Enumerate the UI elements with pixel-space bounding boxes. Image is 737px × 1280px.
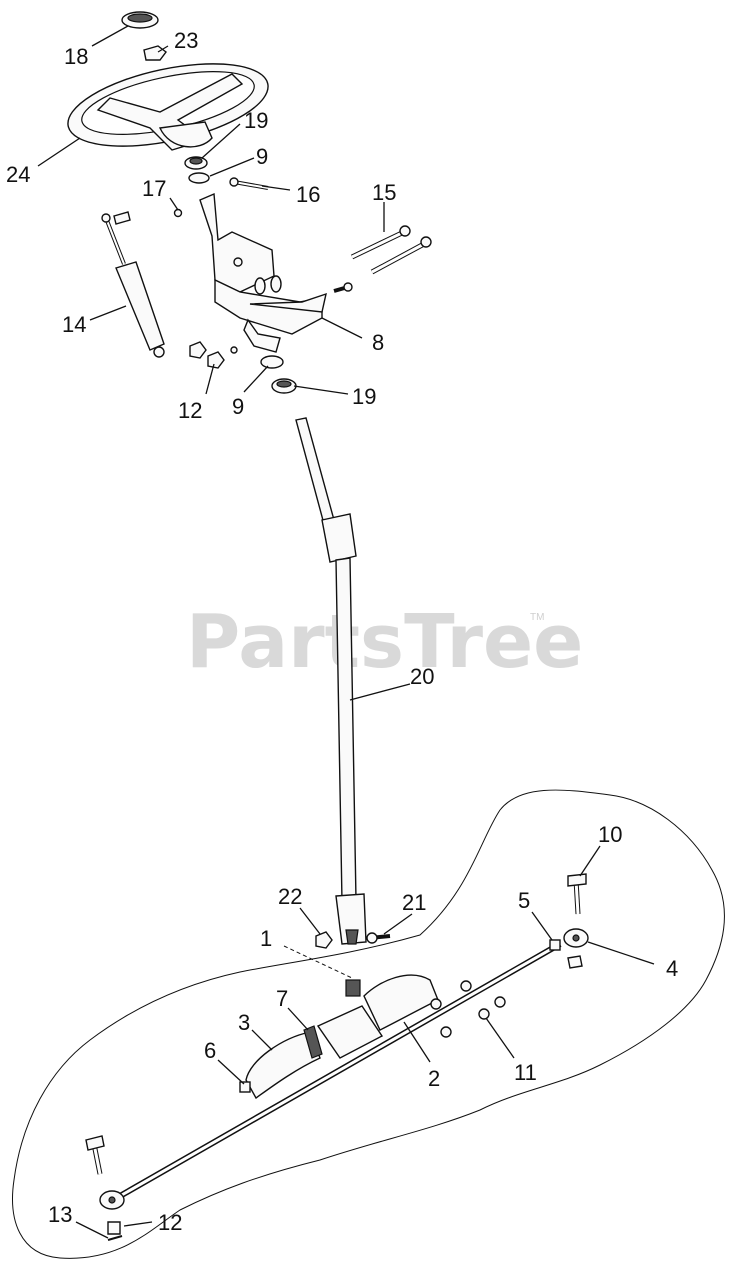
wheel-cap: [121, 11, 159, 29]
callout-8: 8: [372, 330, 384, 355]
bracket-bolt: [229, 177, 269, 190]
callout-labels: 18 23 24 19 9 17 16 15 14 8 12 9 19 20 1…: [6, 28, 678, 1235]
steering-bracket: [199, 192, 327, 353]
callout-2: 2: [428, 1066, 440, 1091]
watermark-text: PartsTree: [186, 599, 583, 685]
gas-spring: [101, 211, 165, 358]
callout-17: 17: [142, 176, 166, 201]
shaft-nut: [315, 931, 333, 949]
right-tie-rod-end: [563, 928, 589, 969]
callout-3: 3: [238, 1010, 250, 1035]
upper-bearing: [188, 172, 210, 184]
callout-24: 24: [6, 162, 30, 187]
upper-bushing: [184, 156, 208, 170]
rack-mount-nuts: [430, 980, 506, 1038]
pin-leader: [283, 945, 353, 979]
lower-bushing: [271, 378, 297, 394]
callout-19-lower: 19: [352, 384, 376, 409]
callout-7: 7: [276, 986, 288, 1011]
bracket-side-bolt: [333, 282, 353, 293]
leader-lines: [37, 25, 655, 1239]
callout-9-lower: 9: [232, 394, 244, 419]
callout-5: 5: [518, 888, 530, 913]
callout-18: 18: [64, 44, 88, 69]
shaft-bolt: [366, 932, 391, 944]
callout-14: 14: [62, 312, 86, 337]
callout-23: 23: [174, 28, 198, 53]
rack-assembly-boundary: [12, 789, 725, 1259]
callout-13: 13: [48, 1202, 72, 1227]
callout-10: 10: [598, 822, 622, 847]
wheel-nut: [143, 45, 167, 61]
callout-6: 6: [204, 1038, 216, 1063]
callout-20: 20: [410, 664, 434, 689]
right-jam-nut: [549, 939, 561, 951]
callout-19-upper: 19: [244, 108, 268, 133]
long-bolts: [350, 225, 432, 275]
callout-4: 4: [666, 956, 678, 981]
callout-12-upper: 12: [178, 398, 202, 423]
tie-rod-bolt: [567, 873, 587, 915]
steering-wheel: [67, 63, 269, 151]
steering-rack: [118, 941, 562, 1199]
lower-bearing: [260, 355, 284, 369]
steering-shaft: [295, 417, 367, 945]
pivot-nuts: [189, 341, 238, 369]
callout-11: 11: [514, 1060, 537, 1085]
watermark-trademark: TM: [530, 612, 544, 623]
left-jam-nut: [239, 1081, 251, 1093]
small-nut: [173, 208, 183, 218]
callout-1: 1: [260, 926, 272, 951]
left-tie-rod-bolt: [85, 1135, 105, 1175]
boot-clamp: [303, 1025, 323, 1059]
callout-16: 16: [296, 182, 320, 207]
callout-9-upper: 9: [256, 144, 268, 169]
callout-15: 15: [372, 180, 396, 205]
left-tie-rod-end: [99, 1190, 125, 1241]
callout-12-lower: 12: [158, 1210, 182, 1235]
callout-21: 21: [402, 890, 426, 915]
callout-22: 22: [278, 884, 302, 909]
